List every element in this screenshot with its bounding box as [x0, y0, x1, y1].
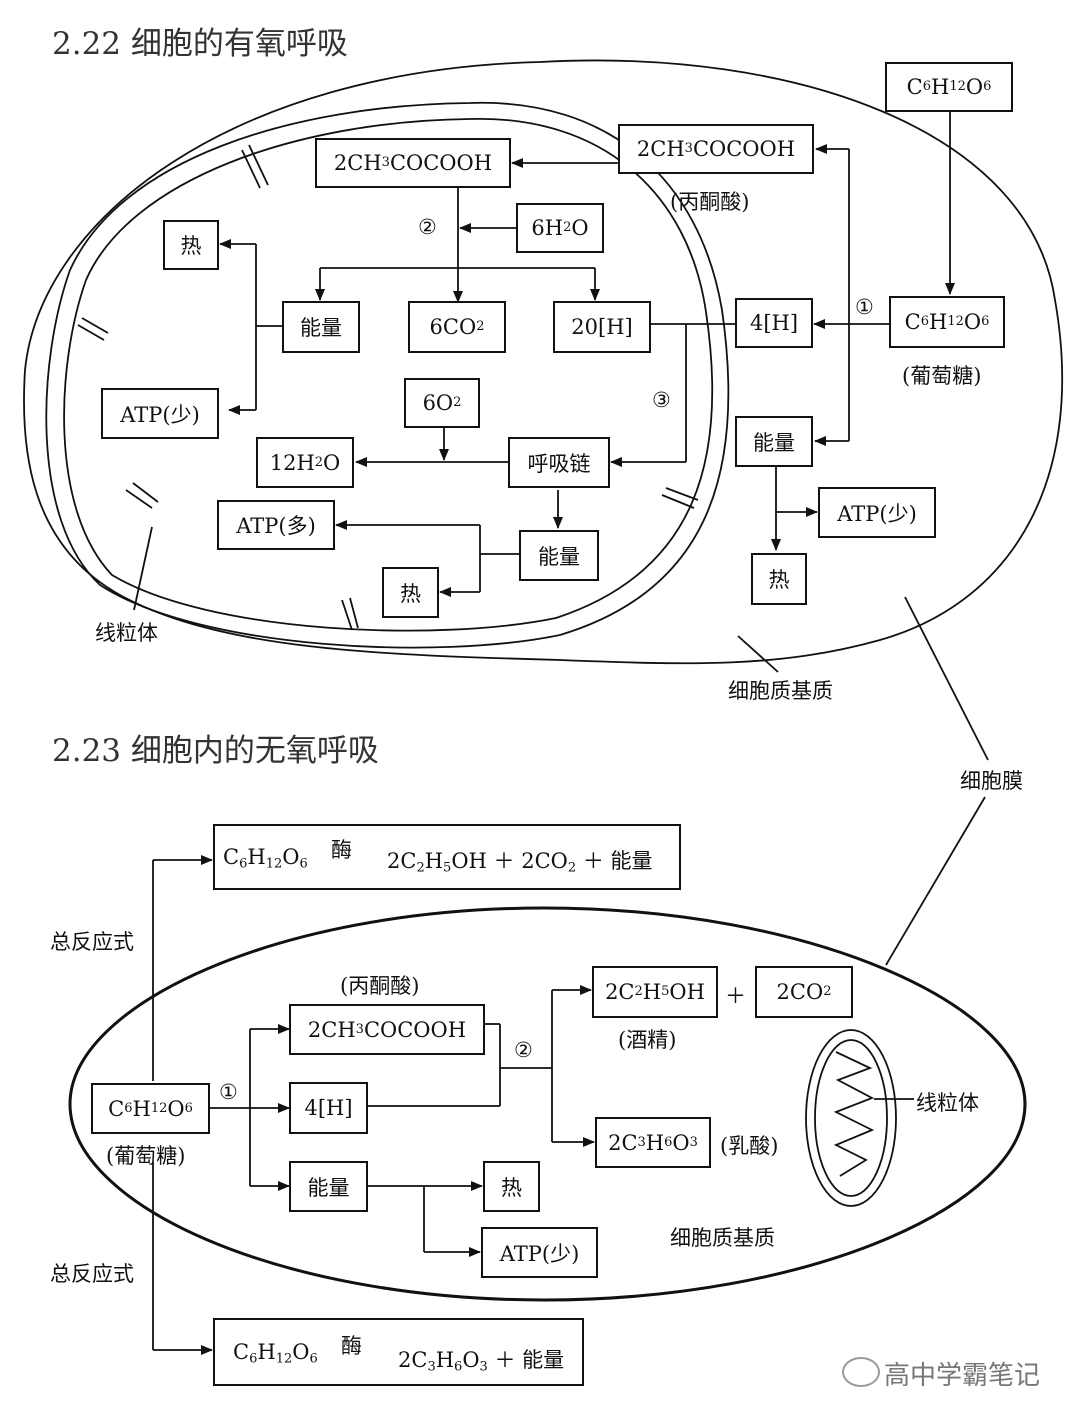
h4-box-anaerobic: 4[H]	[289, 1082, 368, 1134]
step-1-anaerobic: ①	[219, 1080, 238, 1104]
step-3-marker: ③	[652, 388, 671, 412]
atp-less-box-anaerobic: ATP(少)	[481, 1227, 598, 1278]
mitochondrion-outer	[805, 1029, 897, 1207]
eq1-enzyme: 酶	[331, 838, 352, 862]
h20-box: 20[H]	[553, 301, 651, 353]
eq2-enzyme: 酶	[341, 1334, 362, 1358]
eq1-products: 2C2H5OH ＋ 2CO2 ＋ 能量	[387, 849, 653, 876]
mitochondrion-outer-membrane	[45, 101, 730, 649]
anaerobic-title: 2.23 细胞内的无氧呼吸	[52, 733, 379, 769]
equation-ethanol-box: C6H12O6 酶 2C2H5OH ＋ 2CO2 ＋ 能量	[213, 824, 681, 890]
atp-less-cytoplasm-box: ATP(少)	[818, 487, 936, 538]
eq1-reactant: C6H12O6	[223, 845, 308, 872]
respiratory-chain-box: 呼吸链	[508, 437, 610, 488]
eq2-reactant: C6H12O6	[233, 1340, 318, 1367]
energy-cytoplasm-box: 能量	[735, 416, 813, 467]
step-1-marker: ①	[855, 295, 874, 319]
mitochondrion-label-anaerobic: 线粒体	[916, 1091, 979, 1115]
heat-cytoplasm-box: 热	[751, 553, 807, 605]
glucose-label: (葡萄糖)	[902, 364, 982, 388]
h4-box: 4[H]	[735, 298, 813, 348]
step-2-anaerobic: ②	[514, 1038, 533, 1062]
cytoplasm-label-anaerobic: 细胞质基质	[670, 1226, 775, 1250]
mitochondrion-label: 线粒体	[95, 621, 158, 645]
total-reaction-label-1: 总反应式	[50, 930, 134, 954]
mitochondrion-inner-membrane	[63, 118, 714, 632]
pyruvate-label: (丙酮酸)	[670, 190, 750, 214]
cytoplasm-label: 细胞质基质	[728, 679, 833, 703]
atp-more-box: ATP(多)	[217, 500, 335, 550]
total-reaction-label-2: 总反应式	[50, 1262, 134, 1286]
aerobic-title: 2.22 细胞的有氧呼吸	[52, 26, 348, 62]
energy-chain-box: 能量	[519, 530, 599, 581]
cell-membrane-label: 细胞膜	[960, 769, 1023, 793]
mitochondrion-inner	[814, 1039, 888, 1197]
cytoplasm-outline	[68, 906, 1027, 1302]
heat-top-box: 热	[163, 220, 219, 270]
equation-lactic-box: C6H12O6 酶 2C3H6O3 ＋ 能量	[213, 1318, 584, 1386]
eq2-products: 2C3H6O3 ＋ 能量	[398, 1348, 565, 1375]
watermark-text: 高中学霸笔记	[884, 1361, 1041, 1391]
lactic-label: (乳酸)	[720, 1134, 779, 1158]
glucose-label-anaerobic: (葡萄糖)	[106, 1144, 186, 1168]
wechat-logo-icon	[842, 1357, 880, 1387]
plus-sign: ＋	[725, 984, 746, 1008]
energy-box-anaerobic: 能量	[289, 1161, 368, 1212]
cell-membrane-outline	[23, 59, 1063, 665]
atp-less-mito-box: ATP(少)	[101, 388, 219, 439]
energy-mito-box: 能量	[282, 301, 360, 353]
pyruvate-label-anaerobic: (丙酮酸)	[340, 974, 420, 998]
step-2-marker: ②	[418, 215, 437, 239]
ethanol-label: (酒精)	[618, 1028, 677, 1052]
heat-box-anaerobic: 热	[483, 1161, 540, 1212]
heat-chain-box: 热	[382, 567, 439, 618]
